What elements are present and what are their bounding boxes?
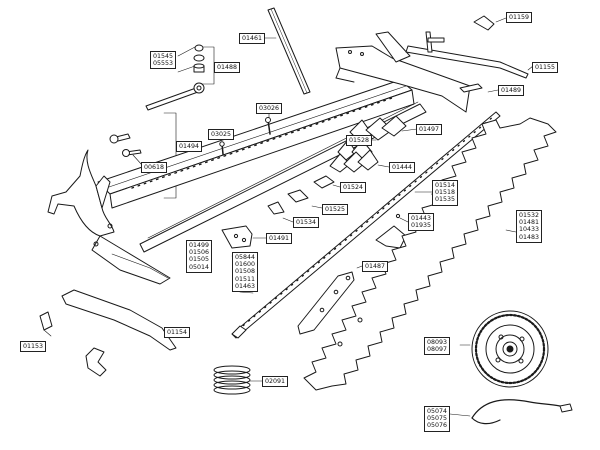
part-label-01497[interactable]: 01497	[416, 124, 443, 136]
outer-shoe	[39, 289, 177, 377]
nuts-washers	[193, 44, 205, 73]
part-label-08093-group[interactable]: 08093 08097	[424, 337, 451, 356]
part-label-01461[interactable]: 01461	[239, 33, 266, 45]
part-label-01488[interactable]: 01488	[214, 62, 241, 74]
part-label-03025[interactable]: 03025	[208, 129, 235, 141]
part-label-01525[interactable]: 01525	[322, 204, 349, 216]
control-cable	[471, 399, 573, 425]
part-label-03026[interactable]: 03026	[256, 103, 283, 115]
guard-plate	[221, 225, 253, 249]
connecting-link	[145, 82, 205, 111]
part-label-01524[interactable]: 01524	[340, 182, 367, 194]
mounting-bracket	[335, 31, 471, 113]
part-label-01499-group[interactable]: 01499 01506 01505 05014	[186, 240, 213, 273]
part-label-01155[interactable]: 01155	[532, 62, 559, 74]
clips	[267, 175, 335, 215]
bolts	[109, 117, 271, 157]
part-label-00618[interactable]: 00618	[141, 162, 168, 174]
inner-shoe	[47, 149, 171, 285]
part-label-05074-group[interactable]: 05074 05075 05076	[424, 406, 451, 432]
upper-rivet-bar	[231, 325, 247, 339]
part-label-01153[interactable]: 01153	[20, 341, 47, 353]
knife-holder	[375, 213, 407, 249]
knife-head	[297, 271, 355, 335]
part-label-01444[interactable]: 01444	[389, 162, 416, 174]
outer-divider	[405, 15, 529, 93]
part-label-01443-group[interactable]: 01443 01935	[408, 213, 435, 232]
part-label-01489[interactable]: 01489	[498, 85, 525, 97]
part-label-01494[interactable]: 01494	[176, 141, 203, 153]
knife-back	[231, 111, 501, 339]
clutch-disc	[471, 310, 549, 388]
coil-spring	[213, 365, 251, 395]
part-label-02091[interactable]: 02091	[262, 376, 289, 388]
part-label-01534[interactable]: 01534	[293, 217, 320, 229]
part-label-01545-05553[interactable]: 01545 05553	[150, 51, 177, 70]
part-label-01154[interactable]: 01154	[164, 327, 191, 339]
part-label-01487[interactable]: 01487	[362, 261, 389, 273]
part-label-01514-group[interactable]: 01514 01518 01535	[432, 180, 459, 206]
part-label-05844-group[interactable]: 05844 01600 01508 01511 01463	[232, 252, 259, 293]
part-label-01159[interactable]: 01159	[506, 12, 533, 24]
part-label-01491[interactable]: 01491	[266, 233, 293, 245]
pitman-rod	[267, 7, 311, 95]
part-label-01528[interactable]: 01528	[346, 135, 373, 147]
part-label-01532-group[interactable]: 01532 01481 10433 01483	[516, 210, 543, 243]
